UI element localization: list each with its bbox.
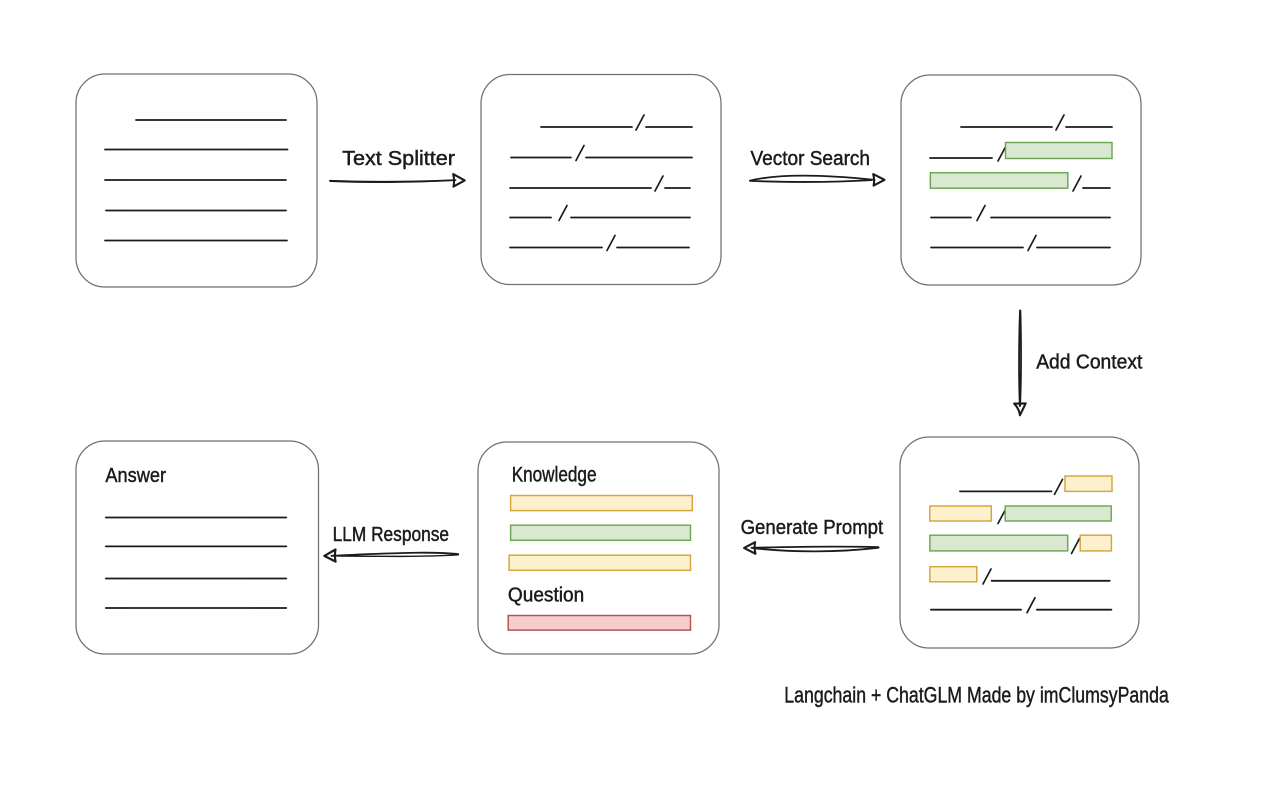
svg-text:Text Splitter: Text Splitter	[342, 148, 455, 170]
svg-text:Answer: Answer	[105, 464, 166, 487]
svg-text:Langchain + ChatGLM Made by im: Langchain + ChatGLM Made by imClumsyPand…	[784, 682, 1169, 707]
svg-text:Knowledge: Knowledge	[512, 463, 597, 486]
svg-text:Question: Question	[508, 584, 584, 607]
svg-text:Generate Prompt: Generate Prompt	[741, 517, 884, 539]
svg-text:Add Context: Add Context	[1036, 352, 1143, 374]
svg-text:Vector Search: Vector Search	[751, 148, 871, 170]
svg-text:LLM Response: LLM Response	[333, 524, 449, 546]
